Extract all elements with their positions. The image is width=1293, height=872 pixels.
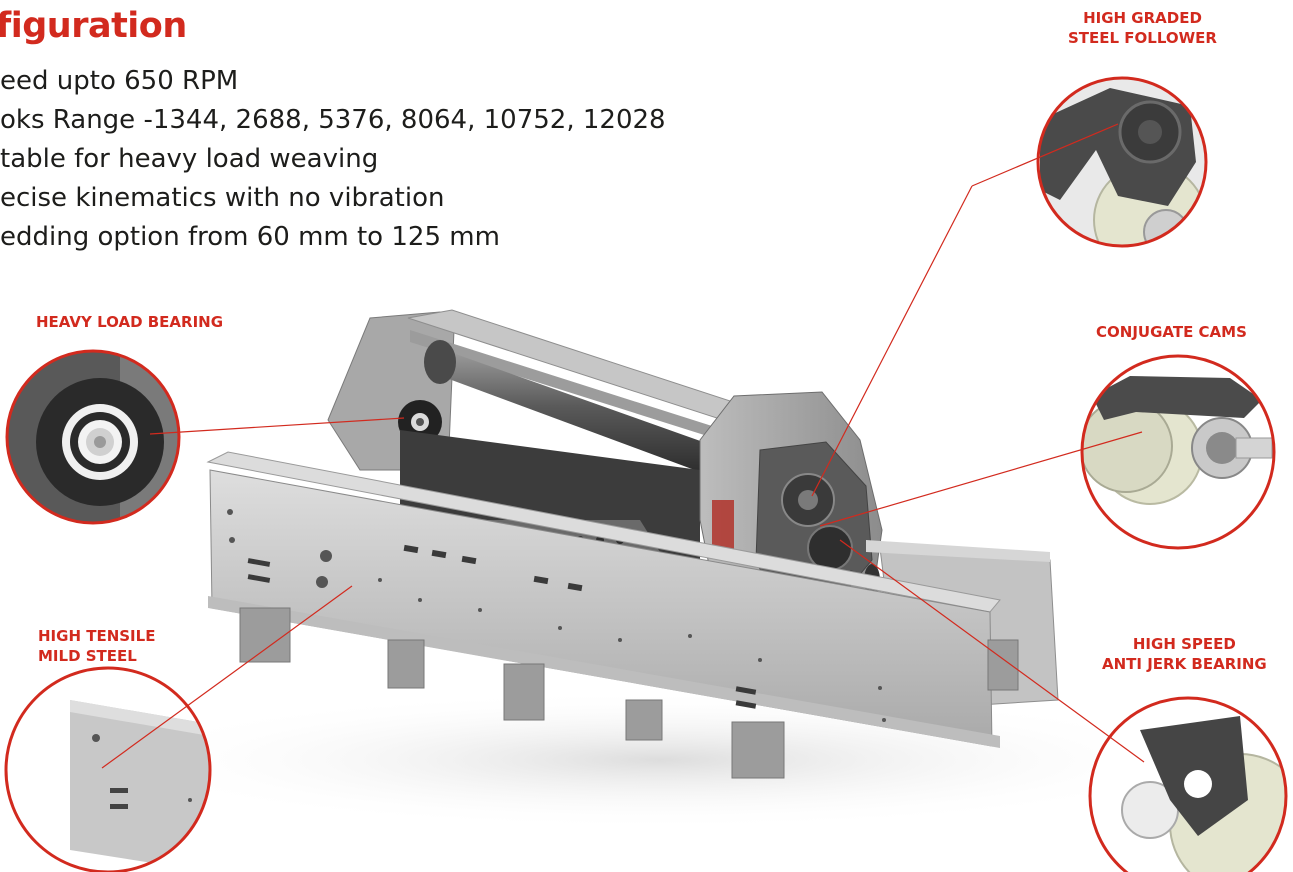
spec-item-kinematics: ecise kinematics with no vibration (0, 183, 445, 213)
conjugate-cams-detail (1080, 354, 1276, 550)
callout-leader-lines (101, 123, 1145, 769)
cam-machine (206, 309, 1059, 779)
spec-item-hooks-range: oks Range -1344, 2688, 5376, 8064, 10752… (0, 105, 666, 135)
callout-label-conjugate-cams: CONJUGATE CAMS (1096, 323, 1247, 341)
bearing-detail (5, 349, 181, 525)
spec-item-speed: eed upto 650 RPM (0, 66, 239, 96)
callout-label-anti-jerk-bearing: HIGH SPEED ANTI JERK BEARING (1102, 635, 1267, 673)
callout-label-heavy-load-bearing: HEAVY LOAD BEARING (36, 313, 224, 331)
anti-jerk-bearing-detail (1088, 696, 1288, 872)
spec-item-shedding: edding option from 60 mm to 125 mm (0, 222, 500, 252)
callout-label-mild-steel: HIGH TENSILE MILD STEEL (38, 627, 156, 665)
page-heading: figuration (0, 6, 187, 46)
spec-item-heavy-load: table for heavy load weaving (0, 144, 379, 174)
steel-follower-detail (1036, 76, 1208, 248)
callout-label-steel-follower: HIGH GRADED STEEL FOLLOWER (1068, 9, 1217, 47)
mild-steel-frame-detail (4, 666, 212, 872)
spec-list: eed upto 650 RPM oks Range -1344, 2688, … (0, 62, 666, 257)
